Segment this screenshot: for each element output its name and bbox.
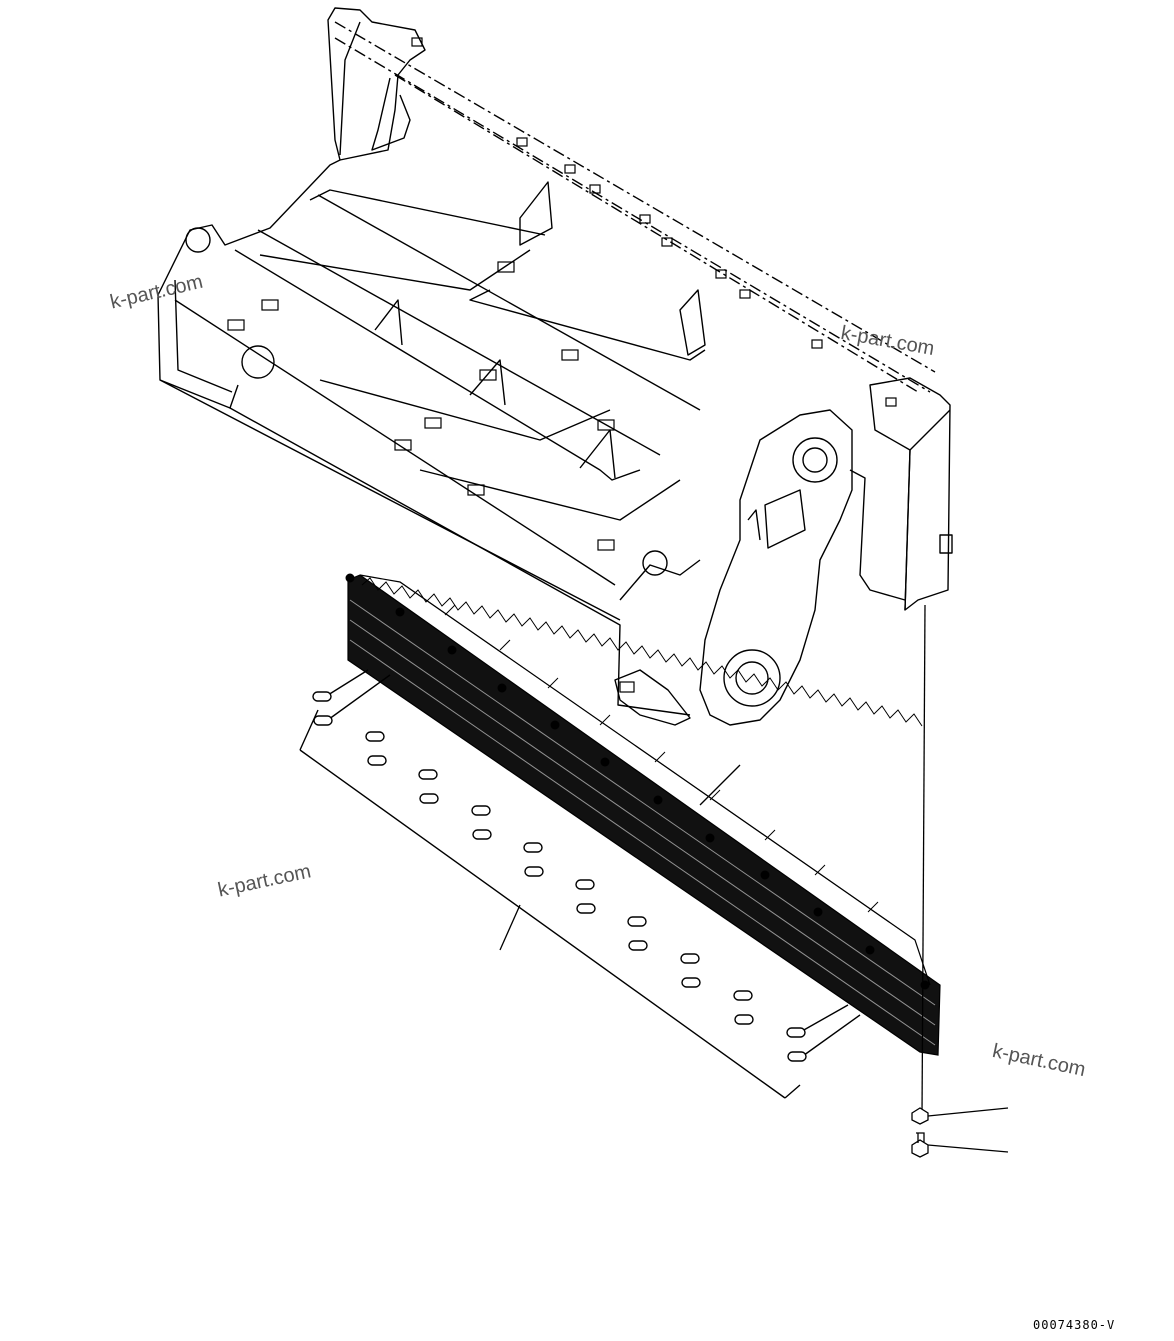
bolt-icon <box>911 1139 929 1158</box>
vertical-leader-line <box>921 604 926 1116</box>
callout-leaders <box>499 604 1009 1153</box>
nut-icon <box>911 1107 929 1125</box>
drawing-code: 00074380-V <box>1033 1318 1116 1332</box>
leader-bolt-group <box>499 904 521 951</box>
main-frame <box>157 7 953 726</box>
leader-nut <box>927 1107 1009 1117</box>
frame-bolt-holes <box>227 37 897 693</box>
leader-bolt <box>927 1144 1009 1153</box>
bolt-group <box>299 669 861 1099</box>
dock-plate-strip <box>345 573 941 1056</box>
nut-and-bolt <box>911 1107 929 1158</box>
leader-plate-strip <box>699 764 741 806</box>
